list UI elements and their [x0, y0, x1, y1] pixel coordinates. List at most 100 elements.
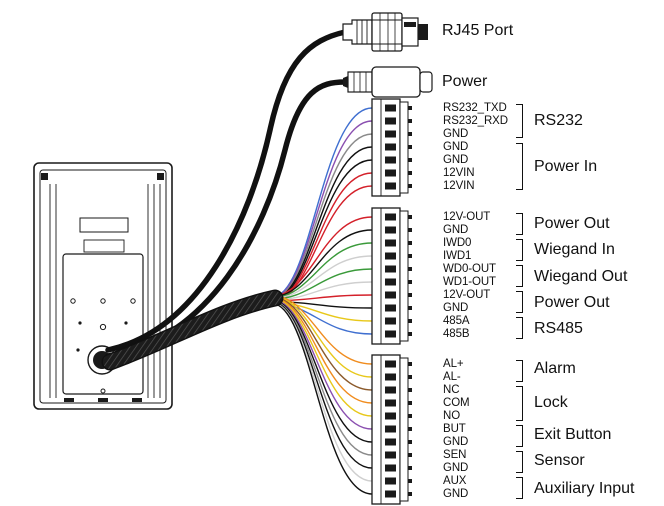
wire — [271, 301, 373, 469]
wire — [271, 300, 373, 456]
group-label-rs232: RS232 — [534, 112, 583, 129]
power-port-label: Power — [442, 73, 488, 90]
bracket-alarm — [516, 360, 523, 382]
wire — [271, 229, 373, 298]
braided-sleeve — [101, 289, 284, 371]
pin-label-gnd: GND — [443, 488, 469, 500]
terminal-pin — [385, 399, 396, 407]
pin-label-al-plus: AL+ — [443, 358, 464, 370]
terminal-pin — [385, 169, 396, 177]
pin-label-iwd1: IWD1 — [443, 250, 472, 262]
rj45-port-label: RJ45 Port — [442, 22, 514, 39]
terminal-pin — [385, 304, 396, 312]
wire — [271, 299, 373, 443]
bracket-wiegand-in — [516, 239, 523, 261]
wire — [271, 107, 373, 298]
group-label-sensor: Sensor — [534, 452, 585, 469]
bracket-wiegand-out — [516, 265, 523, 287]
wire — [271, 298, 373, 430]
bracket-power-out-a — [516, 213, 523, 235]
wire — [271, 302, 373, 482]
group-label-auxiliary-input: Auxiliary Input — [534, 480, 635, 497]
group-label-wiegand-in: Wiegand In — [534, 241, 615, 258]
terminal-pin — [385, 412, 396, 420]
pin-label-wd0-out: WD0-OUT — [443, 263, 496, 275]
bracket-rs485 — [516, 317, 523, 339]
pin-label-rs232-rxd: RS232_RXD — [443, 115, 508, 127]
pin-label-gnd: GND — [443, 436, 469, 448]
bracket-power-out-b — [516, 291, 523, 313]
terminal-block-1 — [371, 98, 412, 197]
terminal-pin — [385, 117, 396, 125]
terminal-pin — [385, 239, 396, 247]
terminal-pin — [385, 143, 396, 151]
pin-label-12vin: 12VIN — [443, 180, 475, 192]
terminal-block-3 — [371, 354, 412, 505]
pin-label-12v-out: 12V-OUT — [443, 289, 491, 301]
terminal-pin — [385, 451, 396, 459]
terminal-pin — [385, 317, 396, 325]
terminal-pin — [385, 490, 396, 498]
pin-label-485a: 485A — [443, 315, 470, 327]
wire — [271, 298, 373, 417]
bracket-rs232 — [516, 104, 523, 138]
terminal-pin — [385, 156, 396, 164]
pin-label-12v-out: 12V-OUT — [443, 211, 491, 223]
group-label-power-in: Power In — [534, 158, 598, 175]
pin-label-485b: 485B — [443, 328, 470, 340]
pin-label-gnd: GND — [443, 302, 469, 314]
wire — [271, 295, 373, 378]
terminal-pin — [385, 360, 396, 368]
pin-label-no: NO — [443, 410, 461, 422]
terminal-pin — [385, 464, 396, 472]
wire — [271, 297, 373, 404]
group-label-rs485: RS485 — [534, 320, 583, 337]
group-label-alarm: Alarm — [534, 360, 576, 377]
power-connector — [343, 66, 433, 98]
group-label-lock: Lock — [534, 394, 568, 411]
pin-label-gnd: GND — [443, 224, 469, 236]
terminal-pin — [385, 438, 396, 446]
wire — [271, 302, 373, 495]
signal-wires — [271, 107, 373, 495]
pin-label-aux: AUX — [443, 475, 467, 487]
terminal-pin — [385, 130, 396, 138]
terminal-pin — [385, 477, 396, 485]
pin-label-sen: SEN — [443, 449, 467, 461]
terminal-pin — [385, 373, 396, 381]
pin-label-com: COM — [443, 397, 470, 409]
wire — [271, 120, 373, 299]
bracket-lock — [516, 386, 523, 421]
pin-label-gnd: GND — [443, 141, 469, 153]
wire — [271, 185, 373, 303]
terminal-blocks — [371, 98, 412, 505]
terminal-pin — [385, 278, 396, 286]
wire — [271, 296, 373, 391]
terminal-pin — [385, 291, 396, 299]
terminal-pin — [385, 213, 396, 221]
terminal-pin — [385, 226, 396, 234]
wire — [271, 294, 373, 365]
pin-label-al-minus: AL- — [443, 371, 461, 383]
pin-label-rs232-txd: RS232_TXD — [443, 102, 507, 114]
terminal-pin — [385, 265, 396, 273]
wire — [271, 146, 373, 301]
group-label-power-out: Power Out — [534, 294, 610, 311]
terminal-pin — [385, 425, 396, 433]
pin-label-gnd: GND — [443, 462, 469, 474]
pin-label-12vin: 12VIN — [443, 167, 475, 179]
group-label-exit-button: Exit Button — [534, 426, 612, 443]
terminal-pin — [385, 252, 396, 260]
pin-label-nc: NC — [443, 384, 460, 396]
terminal-pin — [385, 182, 396, 190]
pin-label-gnd: GND — [443, 154, 469, 166]
bracket-auxiliary-input — [516, 477, 523, 499]
terminal-pin — [385, 386, 396, 394]
pin-label-but: BUT — [443, 423, 466, 435]
wire — [271, 133, 373, 300]
wire — [271, 216, 373, 297]
device-label-plate — [79, 217, 129, 233]
device-back-view — [33, 162, 173, 410]
